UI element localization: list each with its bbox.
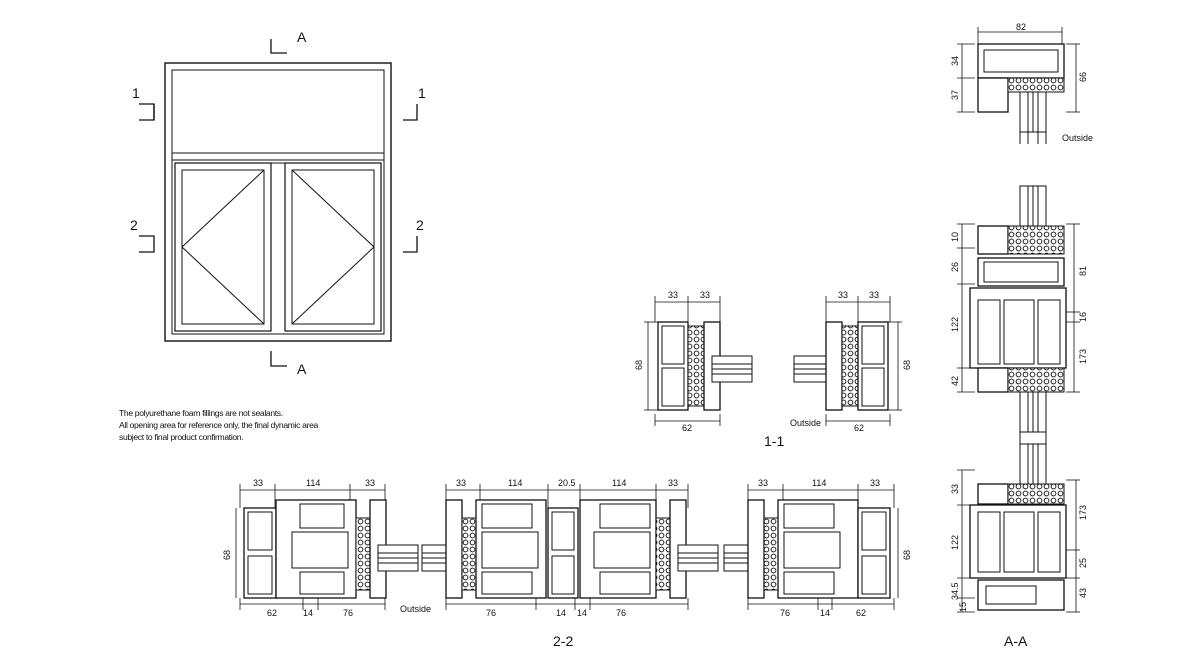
dim-2-2-mid-bottom-1: 76 — [486, 608, 496, 618]
dim-2-2-right-bottom-3: 62 — [856, 608, 866, 618]
section-1-1-left — [644, 296, 753, 426]
outside-label-a-a: Outside — [1062, 133, 1093, 143]
dim-2-2-mid-bottom-2: 14 — [556, 608, 566, 618]
section-2-2-drawing — [235, 484, 899, 610]
dim-2-2-left-top-2: 114 — [306, 478, 320, 488]
dim-a-a-mid-right-2: 16 — [1078, 312, 1088, 322]
section-a-a-title: A-A — [1004, 633, 1028, 649]
dim-2-2-mid-top-2: 114 — [508, 478, 522, 488]
outside-label-1-1: Outside — [790, 418, 821, 428]
dim-1-1-left-height: 68 — [634, 360, 644, 370]
note-line-2: All opening area for reference only, the… — [119, 420, 318, 430]
dim-1-1-left-bottom: 62 — [682, 423, 692, 433]
section-1-label-right: 1 — [418, 85, 426, 101]
dim-a-a-bot-left-4: 15 — [958, 602, 968, 612]
section-1-1-right — [793, 296, 902, 426]
dim-a-a-mid-left-1: 10 — [950, 232, 960, 242]
dim-1-1-right-a: 33 — [838, 290, 848, 300]
section-2-label-right: 2 — [416, 217, 424, 233]
dim-1-1-right-height: 68 — [902, 360, 912, 370]
outside-label-2-2: Outside — [400, 604, 431, 614]
window-elevation — [164, 62, 392, 342]
dim-a-a-bot-right-2: 25 — [1078, 558, 1088, 568]
dim-a-a-bot-left-2: 122 — [950, 535, 960, 550]
dim-a-a-top-right: 66 — [1078, 72, 1088, 82]
dim-a-a-mid-left-2: 26 — [950, 262, 960, 272]
dim-2-2-mid-top-5: 33 — [668, 478, 678, 488]
dim-a-a-bot-right-3: 43 — [1078, 588, 1088, 598]
dim-1-1-right-b: 33 — [869, 290, 879, 300]
section-2-label-left: 2 — [130, 217, 138, 233]
section-a-a-drawing — [957, 27, 1080, 613]
dim-2-2-mid-bottom-4: 76 — [616, 608, 626, 618]
dim-a-a-mid-left-3: 122 — [950, 317, 960, 332]
dim-1-1-left-b: 33 — [700, 290, 710, 300]
dim-2-2-left-top-1: 33 — [253, 478, 263, 488]
dim-a-a-bot-left-3: 34.5 — [950, 582, 960, 600]
dim-a-a-bot-right-1: 173 — [1078, 505, 1088, 520]
dim-2-2-mid-top-1: 33 — [456, 478, 466, 488]
dim-1-1-left-a: 33 — [668, 290, 678, 300]
section-markers — [139, 39, 418, 367]
dim-2-2-right-top-1: 33 — [758, 478, 768, 488]
dim-a-a-mid-left-4: 42 — [950, 376, 960, 386]
section-1-1-title: 1-1 — [764, 433, 784, 449]
dim-a-a-top-width: 82 — [1016, 22, 1026, 32]
dim-2-2-right-bottom-2: 14 — [820, 608, 830, 618]
dim-2-2-right-top-2: 114 — [812, 478, 826, 488]
dim-2-2-mid-bottom-3: 14 — [577, 608, 587, 618]
dim-a-a-mid-right-3: 173 — [1078, 349, 1088, 364]
dim-2-2-left-height: 68 — [222, 550, 232, 560]
section-1-label-left: 1 — [132, 85, 140, 101]
dim-2-2-left-bottom-3: 76 — [343, 608, 353, 618]
dim-a-a-mid-right-1: 81 — [1078, 266, 1088, 276]
note-line-1: The polyurethane foam fillings are not s… — [119, 408, 283, 418]
section-a-label-bottom: A — [297, 361, 307, 377]
dim-2-2-left-bottom-1: 62 — [267, 608, 277, 618]
dim-2-2-mid-top-4: 114 — [612, 478, 626, 488]
dim-2-2-left-bottom-2: 14 — [303, 608, 313, 618]
dim-2-2-left-top-3: 33 — [365, 478, 375, 488]
dim-a-a-top-left-1: 34 — [950, 56, 960, 66]
dim-2-2-right-bottom-1: 76 — [780, 608, 790, 618]
dim-2-2-right-top-3: 33 — [870, 478, 880, 488]
section-2-2-title: 2-2 — [553, 633, 573, 649]
section-a-label-top: A — [297, 29, 307, 45]
dim-a-a-bot-left-1: 33 — [950, 484, 960, 494]
note-line-3: subject to final product confirmation. — [119, 432, 244, 442]
dim-2-2-right-height: 68 — [902, 550, 912, 560]
dim-a-a-top-left-2: 37 — [950, 90, 960, 100]
dim-2-2-mid-top-3: 20.5 — [558, 478, 576, 488]
notes-block: The polyurethane foam fillings are not s… — [119, 407, 349, 443]
dim-1-1-right-bottom: 62 — [854, 423, 864, 433]
